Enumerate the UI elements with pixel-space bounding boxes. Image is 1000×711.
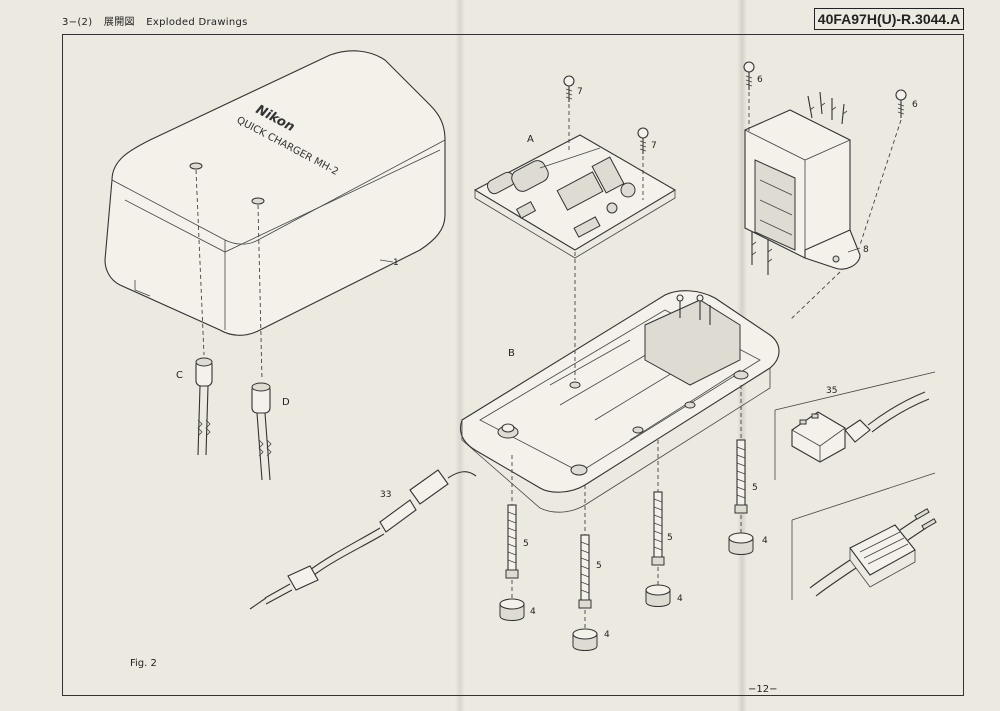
rubber-foot-4 xyxy=(728,532,754,555)
callout-4: 4 xyxy=(677,594,683,604)
section-title-jp: 展開図 xyxy=(103,17,135,28)
callout-b: B xyxy=(508,348,515,359)
section-title-en: Exploded Drawings xyxy=(146,17,248,28)
callout-5: 5 xyxy=(667,533,673,543)
screw-5 xyxy=(578,534,592,609)
callout-8: 8 xyxy=(863,245,869,255)
rubber-foot-4 xyxy=(645,584,671,607)
drawing-frame xyxy=(62,34,964,696)
callout-6: 6 xyxy=(757,75,763,85)
callout-35: 35 xyxy=(826,386,837,396)
screw-7 xyxy=(563,75,575,102)
callout-33: 33 xyxy=(380,490,391,500)
document-code: 40FA97H(U)-R.3044.A xyxy=(814,8,964,30)
base-case-b xyxy=(459,290,780,513)
page-number: −12− xyxy=(748,684,778,695)
callout-6: 6 xyxy=(912,100,918,110)
screw-5 xyxy=(651,491,665,566)
callout-7: 7 xyxy=(577,87,583,97)
section-number: 3−(2) xyxy=(62,17,93,28)
led-holder-d xyxy=(251,382,272,481)
dc-cord-33 xyxy=(249,469,477,610)
charger-cover: Nikon QUICK CHARGER MH-2 xyxy=(104,50,446,336)
callout-5: 5 xyxy=(752,483,758,493)
ac-connector-inset xyxy=(774,371,936,480)
callout-7: 7 xyxy=(651,141,657,151)
section-heading: 3−(2) 展開図 Exploded Drawings xyxy=(62,13,256,28)
screw-5 xyxy=(734,439,748,514)
callout-c: C xyxy=(176,370,183,381)
screw-6 xyxy=(895,89,907,118)
figure-label: Fig. 2 xyxy=(130,658,157,669)
screw-5 xyxy=(505,504,519,579)
screw-7 xyxy=(637,127,649,154)
mains-plug-inset xyxy=(791,472,937,600)
rubber-foot-4 xyxy=(499,598,525,621)
circuit-board-a xyxy=(473,134,677,259)
callout-1: 1 xyxy=(393,258,399,268)
page-fold xyxy=(455,0,465,711)
callout-4: 4 xyxy=(762,536,768,546)
callout-4: 4 xyxy=(604,630,610,640)
led-holder-c xyxy=(195,357,213,456)
rubber-foot-4 xyxy=(572,628,598,651)
callout-4: 4 xyxy=(530,607,536,617)
callout-5: 5 xyxy=(523,539,529,549)
callout-a: A xyxy=(527,134,534,145)
callout-5: 5 xyxy=(596,561,602,571)
transformer xyxy=(744,91,861,275)
screw-6 xyxy=(743,61,755,90)
callout-d: D xyxy=(282,397,290,408)
